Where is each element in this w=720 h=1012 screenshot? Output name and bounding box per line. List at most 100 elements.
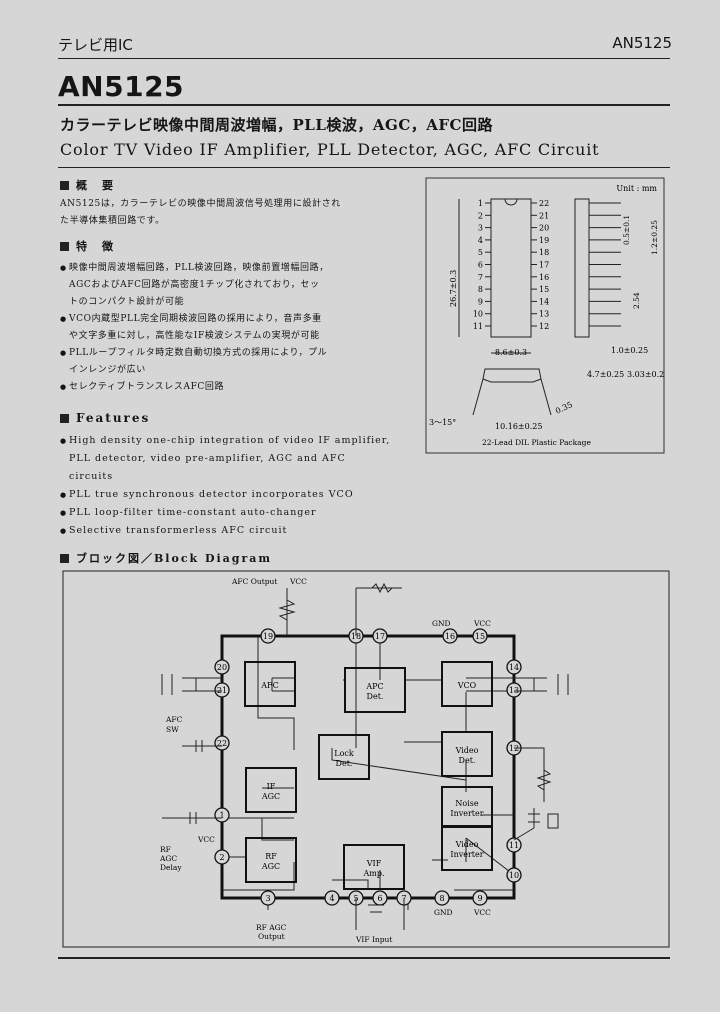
vcc-label-1: VCC bbox=[289, 577, 307, 586]
title-bottom-rule bbox=[58, 167, 670, 168]
gnd-label-1: GND bbox=[432, 619, 451, 628]
package-pin-label: 6 bbox=[478, 261, 483, 270]
package-pin-label: 20 bbox=[539, 224, 549, 233]
block-label-noise_inv: Noise bbox=[455, 799, 478, 808]
list-item: VCO内蔵型PLL完全同期検波回路の採用により，音声多重や文字多重に対し，高性能… bbox=[60, 311, 400, 345]
pin-4-label: 4 bbox=[329, 894, 334, 903]
pin-8-label: 8 bbox=[439, 894, 444, 903]
block-afc bbox=[244, 661, 296, 707]
list-item: Selective transformerless AFC circuit bbox=[60, 522, 410, 540]
lead-w1-dim: 0.5±0.1 bbox=[622, 215, 631, 245]
angle-dim: 3～15° bbox=[429, 418, 456, 427]
package-pin-label: 10 bbox=[473, 310, 483, 319]
pin-3-label: 3 bbox=[265, 894, 270, 903]
block-label-video_det: Det. bbox=[459, 756, 476, 765]
features-en-heading: Features bbox=[60, 411, 150, 425]
block-label-rf_agc: RF bbox=[265, 852, 277, 861]
block-label-lock: Lock bbox=[334, 749, 354, 758]
row-dim: 10.16±0.25 bbox=[495, 422, 542, 431]
list-item: PLL loop-filter time-constant auto-chang… bbox=[60, 504, 410, 522]
features-ja-heading: 特 徴 bbox=[60, 238, 115, 254]
pin-4-circle bbox=[324, 890, 340, 906]
block-label-noise_inv: Inverter bbox=[450, 809, 483, 818]
package-pin-label: 12 bbox=[539, 322, 549, 331]
external-components bbox=[161, 582, 569, 930]
header-rule bbox=[58, 58, 670, 59]
rf-agc-output-2: Output bbox=[258, 932, 285, 941]
package-pin-label: 7 bbox=[478, 273, 483, 282]
pin-13-circle bbox=[506, 682, 522, 698]
d2-dim: 4.7±0.25 bbox=[587, 370, 624, 379]
title-english: Color TV Video IF Amplifier, PLL Detecto… bbox=[60, 140, 600, 159]
side-view-body bbox=[482, 368, 542, 383]
block-label-if_agc: AGC bbox=[261, 792, 280, 801]
list-item: 映像中間周波増幅回路，PLL検波回路，映像前置増幅回路，AGCおよびAFC回路が… bbox=[60, 260, 400, 311]
package-pin-label: 4 bbox=[478, 236, 483, 245]
pin-2-circle bbox=[214, 849, 230, 865]
rf-agc-output-1: RF AGC bbox=[256, 923, 287, 932]
afc-output-label: AFC Output bbox=[231, 577, 277, 586]
block-label-apc: Det. bbox=[367, 692, 384, 701]
package-pin-label: 14 bbox=[539, 297, 549, 306]
package-pin-label: 11 bbox=[473, 322, 483, 331]
block-if_agc bbox=[245, 767, 297, 813]
pin-20-label: 20 bbox=[217, 663, 227, 672]
afc-sw-label-1: AFC bbox=[165, 715, 183, 724]
gnd-label-2: GND bbox=[434, 908, 453, 917]
block-label-vco: VCO bbox=[457, 681, 477, 690]
rf-agc-delay-2: AGC bbox=[159, 854, 177, 863]
package-caption: 22-Lead DIL Plastic Package bbox=[482, 438, 591, 447]
pin-2-label: 2 bbox=[219, 853, 224, 862]
end-view-body bbox=[574, 198, 590, 338]
footer-rule bbox=[58, 957, 670, 959]
block-lock bbox=[318, 734, 370, 780]
pin-17-circle bbox=[372, 628, 388, 644]
end-view-leads bbox=[589, 202, 621, 327]
pin-19-circle bbox=[260, 628, 276, 644]
category-label: テレビ用IC bbox=[58, 36, 133, 54]
block-rf_agc bbox=[245, 837, 297, 883]
length-dim: 26.7±0.3 bbox=[449, 270, 458, 307]
pin-9-circle bbox=[472, 890, 488, 906]
d1-dim: 1.0±0.25 bbox=[611, 346, 648, 355]
block-video_det bbox=[441, 731, 493, 777]
block-label-if_agc: IF bbox=[267, 782, 276, 791]
side-view-leads bbox=[472, 378, 552, 416]
package-pin-label: 5 bbox=[478, 248, 483, 257]
pin-11-circle bbox=[506, 837, 522, 853]
block-vco bbox=[441, 661, 493, 707]
pin-16-label: 16 bbox=[445, 632, 455, 641]
list-item: セレクティブトランスレスAFC回路 bbox=[60, 379, 400, 396]
package-pin-label: 17 bbox=[539, 261, 549, 270]
pin-15-label: 15 bbox=[475, 632, 485, 641]
package-pin-label: 8 bbox=[478, 285, 483, 294]
width-dim: 8.6±0.3 bbox=[495, 348, 527, 357]
package-pin-label: 21 bbox=[539, 211, 549, 220]
features-ja-list: 映像中間周波増幅回路，PLL検波回路，映像前置増幅回路，AGCおよびAFC回路が… bbox=[60, 260, 400, 396]
unit-label: Unit : mm bbox=[616, 184, 657, 193]
afc-sw-label-2: SW bbox=[166, 725, 179, 734]
pin-15-circle bbox=[472, 628, 488, 644]
block-vif_amp bbox=[343, 844, 405, 890]
block-label-afc: AFC bbox=[260, 681, 278, 690]
pin-16-circle bbox=[442, 628, 458, 644]
pin-14-label: 14 bbox=[509, 663, 519, 672]
block-diagram-heading: ブロック図／Block Diagram bbox=[60, 550, 272, 566]
pin-20-circle bbox=[214, 659, 230, 675]
ic-outline bbox=[220, 634, 516, 900]
rf-agc-delay-3: Delay bbox=[160, 863, 182, 872]
package-pin-label: 3 bbox=[478, 224, 483, 233]
package-pin-label: 13 bbox=[539, 310, 549, 319]
package-body bbox=[490, 198, 532, 338]
pin1-notch bbox=[504, 198, 518, 206]
header-part-number: AN5125 bbox=[612, 34, 672, 52]
vcc-label-3: VCC bbox=[197, 835, 215, 844]
lead-thick-dim: 0.35 bbox=[554, 400, 574, 416]
block-label-rf_agc: AGC bbox=[261, 862, 280, 871]
pin-3-circle bbox=[260, 890, 276, 906]
block-apc bbox=[344, 667, 406, 713]
